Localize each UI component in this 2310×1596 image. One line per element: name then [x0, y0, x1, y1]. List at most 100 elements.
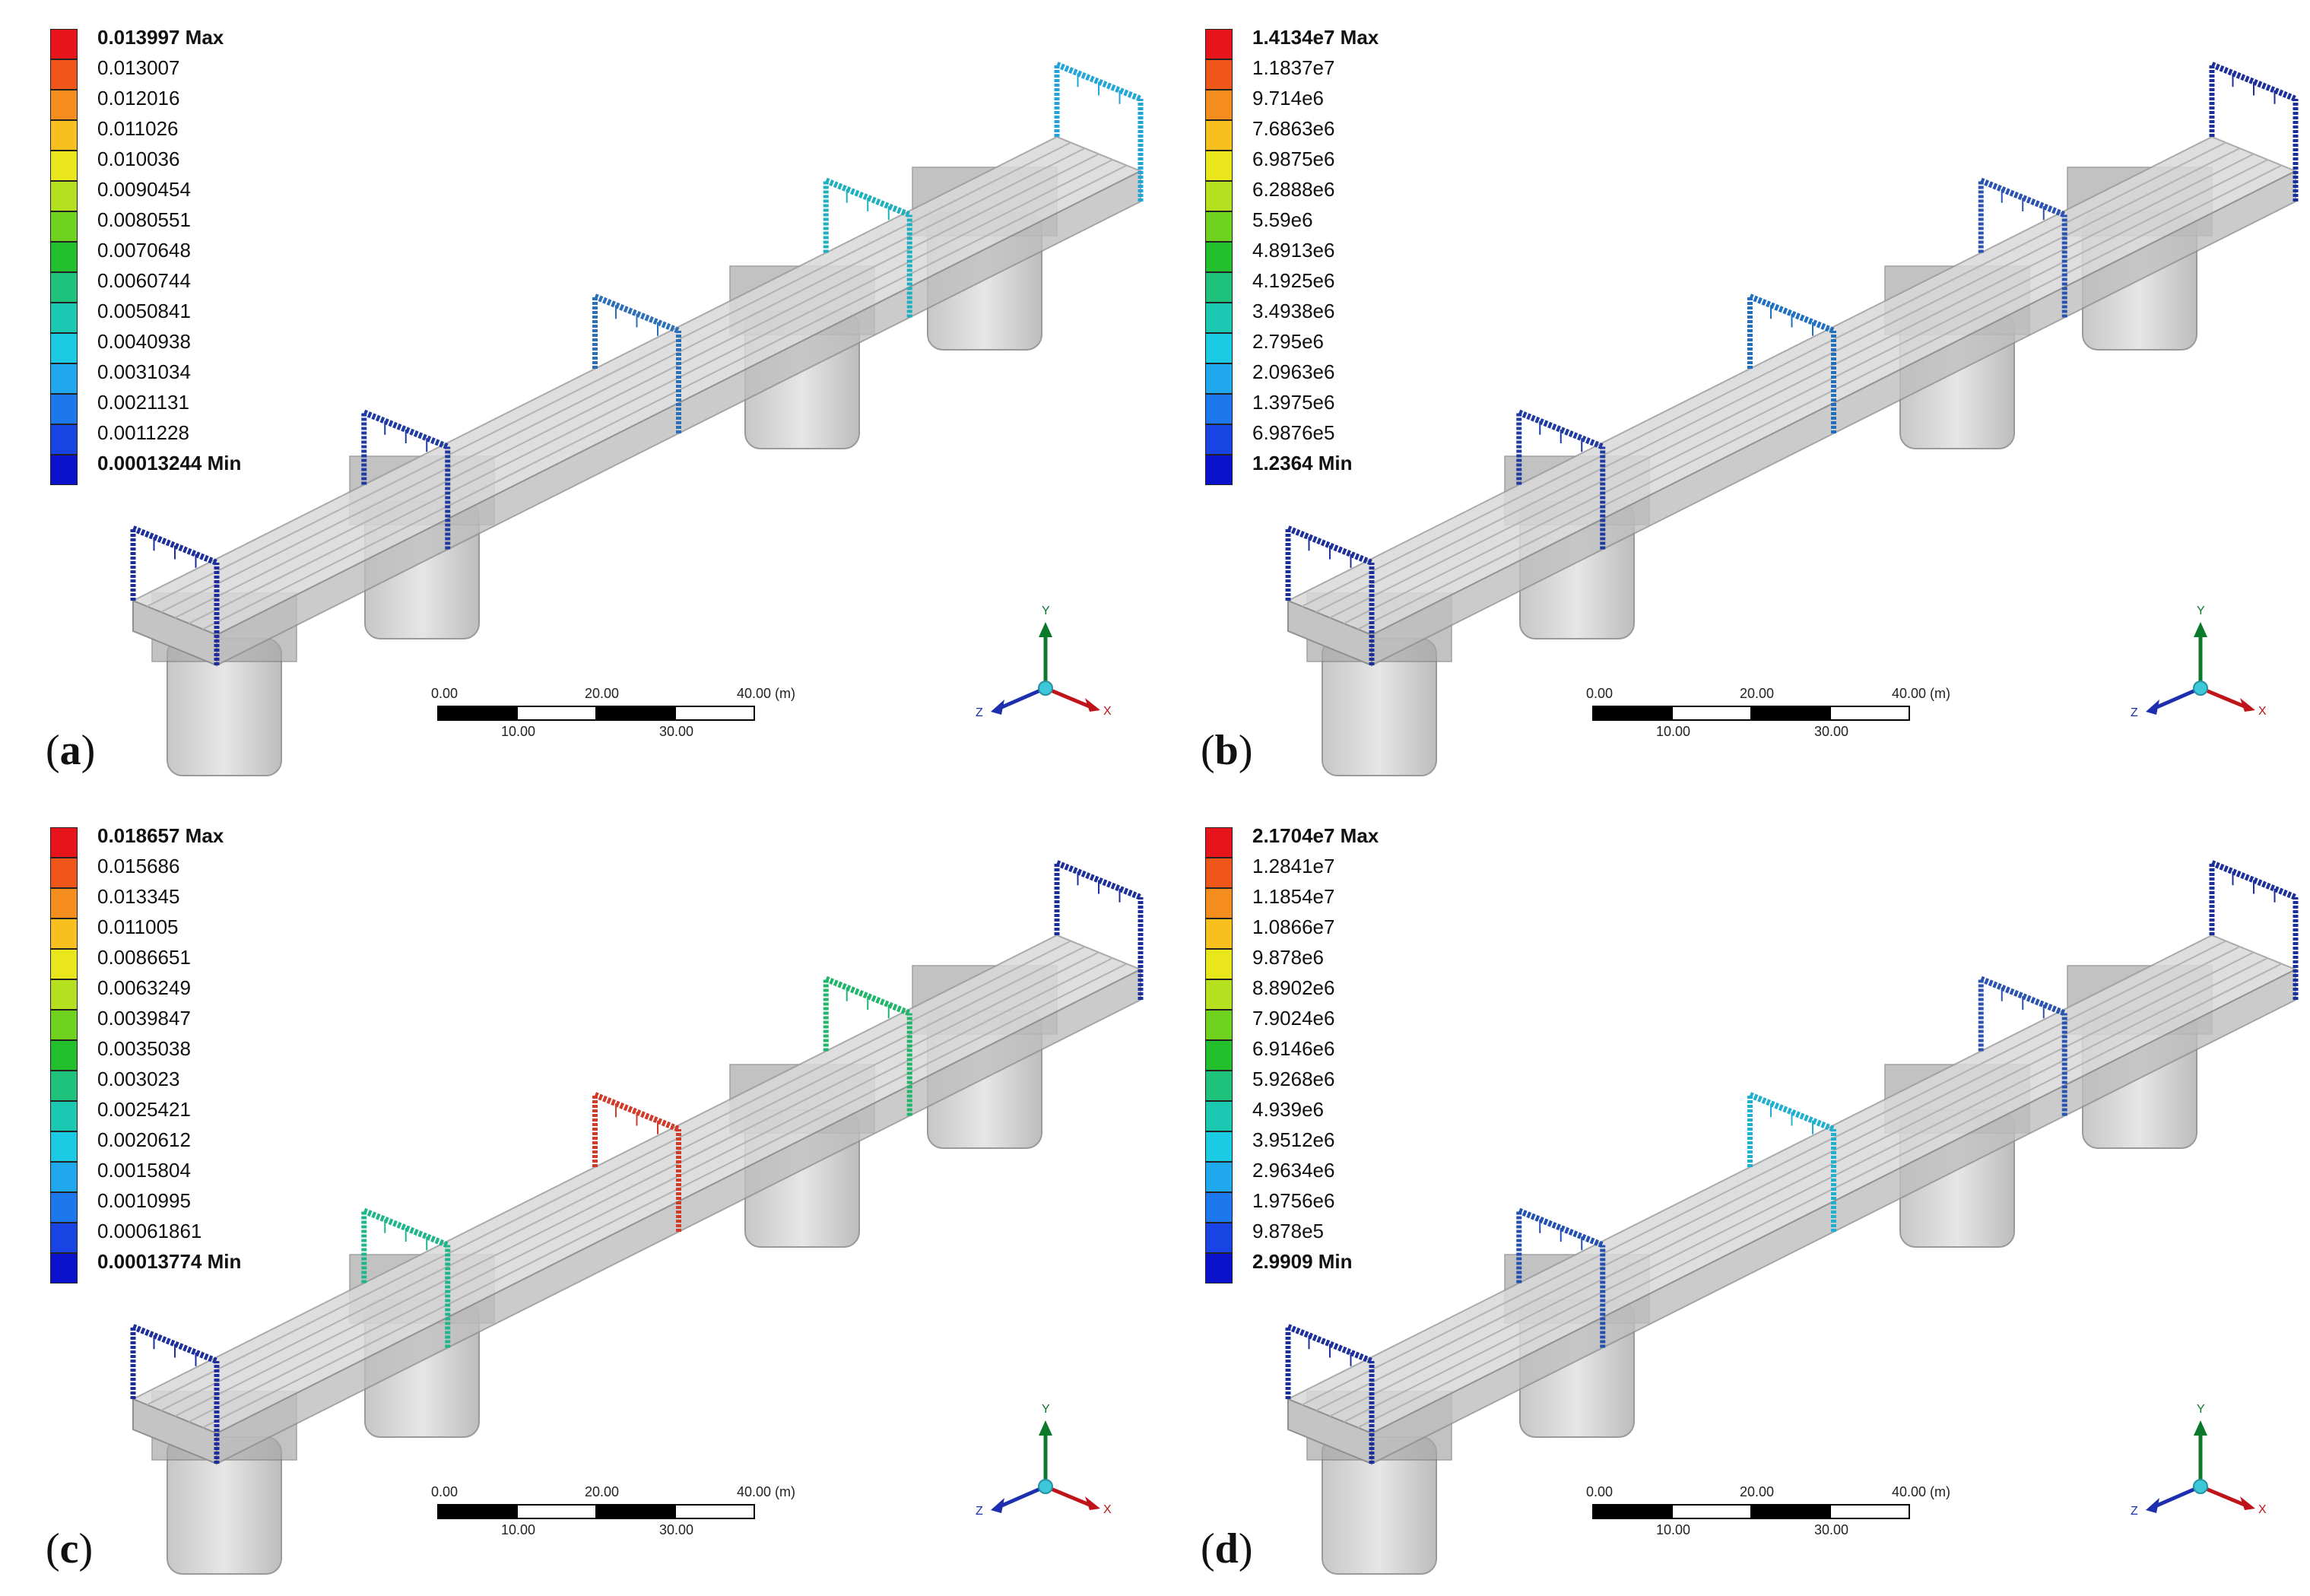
scale-segment — [1592, 706, 1673, 721]
legend-swatch — [50, 1010, 78, 1040]
z-axis-arrow — [2153, 1484, 2201, 1509]
legend-swatch — [50, 1131, 78, 1162]
legend-swatch — [50, 1162, 78, 1192]
scale-segment — [1750, 706, 1831, 721]
legend-swatch — [1205, 333, 1233, 363]
legend-swatch — [50, 1192, 78, 1223]
legend-value: 0.0011228 — [97, 421, 189, 444]
girder-line — [1329, 951, 2254, 1417]
legend-value: 1.0866e7 — [1252, 915, 1335, 938]
legend-value: 3.9512e6 — [1252, 1128, 1335, 1151]
y-arrowhead — [1039, 1420, 1052, 1436]
legend-swatch — [1205, 1253, 1233, 1283]
legend-value: 5.59e6 — [1252, 208, 1313, 231]
girder-line — [174, 951, 1099, 1417]
legend-swatch — [1205, 1162, 1233, 1192]
legend-value: 0.00061861 — [97, 1220, 202, 1242]
legend-value: 2.9909 Min — [1252, 1250, 1353, 1273]
portal-frame — [1054, 62, 1144, 201]
legend-value: 9.714e6 — [1252, 87, 1324, 109]
portal-frame — [2209, 860, 2299, 1000]
bridge-model-view — [1285, 860, 2299, 1575]
legend-swatch — [1205, 181, 1233, 211]
z-arrowhead — [2146, 1498, 2159, 1513]
scale-label: 0.00 — [1586, 1484, 1614, 1499]
legend-swatch — [50, 1101, 78, 1131]
legend-swatch — [50, 90, 78, 120]
scale-segment — [674, 706, 755, 721]
z-arrowhead — [991, 1498, 1004, 1513]
legend-swatch — [50, 827, 78, 858]
legend-value: 0.00013774 Min — [97, 1250, 242, 1273]
z-axis-label: Z — [976, 1505, 983, 1518]
legend-value: 6.9875e6 — [1252, 148, 1335, 170]
y-axis-label: Y — [2197, 604, 2205, 617]
scale-segment — [595, 1504, 676, 1519]
bridge-model-view — [1285, 62, 2299, 776]
portal-frame — [361, 409, 451, 550]
legend-value: 1.9756e6 — [1252, 1189, 1335, 1212]
legend-swatch — [50, 424, 78, 455]
legend-swatch — [50, 949, 78, 979]
legend-value: 5.9268e6 — [1252, 1068, 1335, 1090]
legend-swatch — [50, 858, 78, 888]
legend-swatch — [50, 333, 78, 363]
legend-value: 0.0050841 — [97, 300, 191, 322]
z-axis-label: Z — [976, 706, 983, 719]
y-arrowhead — [2194, 622, 2207, 637]
legend-swatch — [1205, 1131, 1233, 1162]
y-axis-label: Y — [1042, 604, 1050, 617]
legend-value: 4.1925e6 — [1252, 269, 1335, 292]
x-axis-label: X — [1103, 705, 1112, 718]
portal-frame — [823, 976, 912, 1116]
portal-frame — [1516, 1207, 1606, 1348]
girder-line — [1329, 153, 2254, 619]
portal-frame — [1978, 177, 2067, 318]
legend-swatch — [50, 394, 78, 424]
legend-swatch — [1205, 303, 1233, 333]
legend-value: 0.0020612 — [97, 1128, 191, 1151]
legend-value: 0.011005 — [97, 915, 179, 938]
scale-label: 10.00 — [1656, 724, 1691, 739]
scale-label: 0.00 — [431, 1484, 459, 1499]
girder-line — [188, 159, 1113, 624]
girder-line — [174, 153, 1099, 619]
legend-value: 0.0090454 — [97, 178, 191, 201]
legend-swatch — [1205, 59, 1233, 90]
panel-label: (d) — [1201, 1525, 1253, 1572]
legend-value: 0.011026 — [97, 117, 179, 140]
scale-segment — [516, 706, 597, 721]
legend-swatch — [1205, 151, 1233, 181]
legend-value: 2.9634e6 — [1252, 1159, 1335, 1182]
origin-dot — [2193, 1479, 2208, 1494]
legend-swatch — [50, 1040, 78, 1071]
legend-value: 0.0010995 — [97, 1189, 191, 1212]
portal-frame — [1978, 976, 2067, 1116]
legend-value: 2.1704e7 Max — [1252, 824, 1379, 847]
legend-swatch — [50, 120, 78, 151]
legend-swatch — [50, 29, 78, 59]
z-axis-arrow — [998, 1484, 1046, 1509]
girder-line — [1301, 940, 2226, 1406]
z-axis-arrow — [2153, 686, 2201, 711]
legend-swatch — [50, 919, 78, 949]
girder-line — [146, 940, 1071, 1406]
x-arrowhead — [2240, 698, 2255, 712]
legend-swatch — [50, 272, 78, 303]
legend-value: 1.1837e7 — [1252, 56, 1335, 79]
z-axis-label: Z — [2131, 706, 2138, 719]
scale-label: 30.00 — [1814, 724, 1849, 739]
girder-line — [146, 141, 1071, 608]
x-arrowhead — [2240, 1496, 2255, 1510]
legend-value: 6.2888e6 — [1252, 178, 1335, 201]
scale-segment — [595, 706, 676, 721]
legend-value: 4.8913e6 — [1252, 239, 1335, 262]
legend-swatch — [1205, 394, 1233, 424]
x-axis-arrow — [2200, 686, 2247, 709]
